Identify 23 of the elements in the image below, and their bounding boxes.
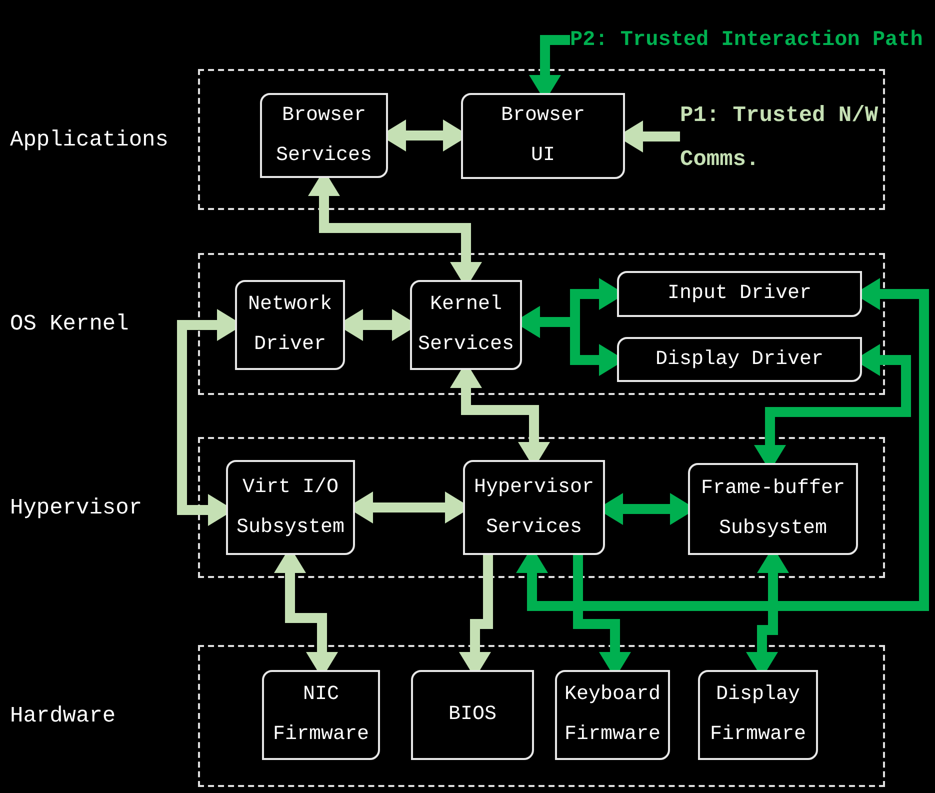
component-box: Frame-buffer Subsystem [688, 463, 858, 555]
component-box: Display Driver [617, 337, 862, 382]
component-box: Hypervisor Services [463, 460, 605, 555]
component-box: NIC Firmware [262, 670, 380, 760]
path-label: P1: Trusted N/W Comms. [680, 94, 885, 182]
component-box: BIOS [411, 670, 534, 760]
layer-band [10, 69, 885, 210]
layer-label: Applications [10, 127, 168, 152]
path-label: P2: Trusted Interaction Path [570, 20, 932, 62]
component-box: Browser Services [260, 93, 388, 178]
component-box: Input Driver [617, 271, 862, 317]
component-box: Network Driver [235, 280, 345, 370]
component-box: Virt I/O Subsystem [226, 460, 355, 555]
layer-band [10, 437, 885, 578]
layer-band [10, 253, 885, 395]
layer-label: OS Kernel [10, 312, 129, 336]
layer-label: Hardware [10, 704, 116, 728]
component-box: Kernel Services [410, 280, 522, 370]
component-box: Keyboard Firmware [555, 670, 670, 760]
component-box: Display Firmware [698, 670, 818, 760]
layer-label: Hypervisor [10, 495, 142, 520]
component-box: Browser UI [461, 93, 625, 179]
layer-band [10, 645, 885, 787]
